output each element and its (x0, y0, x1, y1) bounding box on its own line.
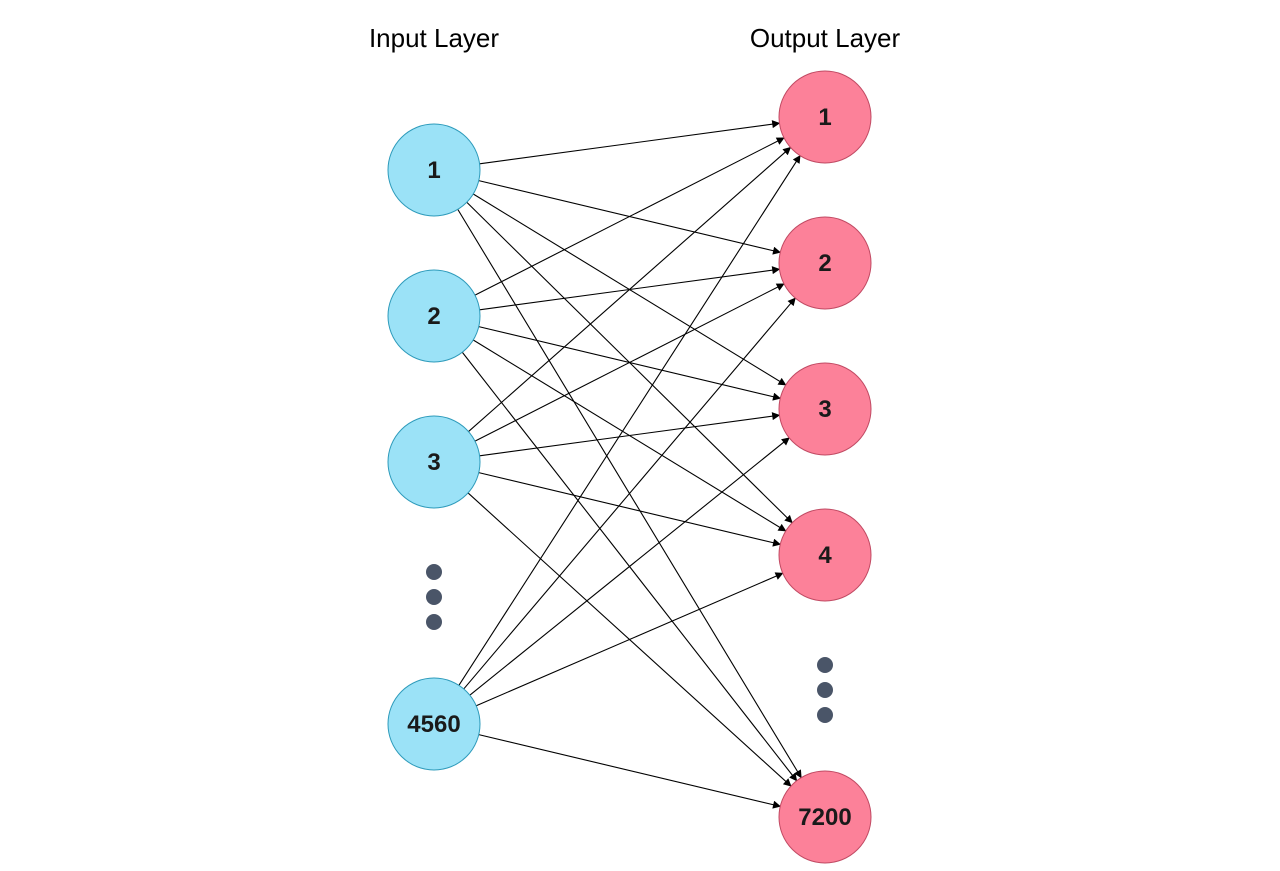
output-node-3: 3 (778, 362, 872, 456)
output-node-4: 4 (778, 508, 872, 602)
ellipsis-markers (426, 564, 833, 723)
output-node-label: 7200 (798, 804, 851, 831)
input-ellipsis-dot (426, 564, 442, 580)
output-layer-title: Output Layer (750, 23, 901, 53)
edge-input-4560-to-output-7200 (478, 734, 782, 809)
input-node-circle (387, 677, 481, 771)
output-node-label: 4 (818, 542, 832, 569)
edge-input-2-to-output-1 (474, 137, 785, 296)
edge-input-3-to-output-2 (474, 283, 785, 442)
connection-edges (457, 120, 802, 809)
output-node-circle (778, 362, 872, 456)
output-node-circle (778, 70, 872, 164)
output-node-circle (778, 216, 872, 310)
output-node-2: 2 (778, 216, 872, 310)
output-node-1: 1 (778, 70, 872, 164)
input-node-2: 2 (387, 269, 481, 363)
output-node-label: 1 (818, 104, 831, 131)
edge-input-3-to-output-4 (478, 472, 782, 547)
input-ellipsis-dot (426, 589, 442, 605)
output-node-circle (778, 770, 872, 864)
input-node-circle (387, 123, 481, 217)
edge-input-4560-to-output-1 (458, 154, 801, 686)
output-ellipsis-dot (817, 707, 833, 723)
edge-input-4560-to-output-3 (469, 437, 790, 696)
output-node-circle (778, 508, 872, 602)
output-node-7200: 7200 (778, 770, 872, 864)
input-layer-title: Input Layer (369, 23, 499, 53)
edge-input-3-to-output-1 (468, 146, 792, 432)
input-node-4560: 4560 (387, 677, 481, 771)
input-node-1: 1 (387, 123, 481, 217)
output-node-label: 3 (818, 396, 831, 423)
input-ellipsis-dot (426, 614, 442, 630)
input-node-3: 3 (387, 415, 481, 509)
output-node-label: 2 (818, 250, 831, 277)
input-node-label: 3 (427, 449, 440, 476)
output-ellipsis-dot (817, 682, 833, 698)
input-layer-nodes: 1 2 3 4560 (387, 123, 481, 771)
output-ellipsis-dot (817, 657, 833, 673)
input-node-circle (387, 415, 481, 509)
edge-input-4560-to-output-2 (463, 297, 796, 690)
edge-input-4560-to-output-4 (476, 572, 784, 707)
input-node-circle (387, 269, 481, 363)
input-node-label: 1 (427, 157, 440, 184)
edge-input-3-to-output-3 (479, 412, 781, 457)
input-node-label: 2 (427, 303, 440, 330)
edge-input-1-to-output-1 (479, 120, 781, 165)
input-node-label: 4560 (407, 711, 460, 738)
output-layer-nodes: 1 2 3 4 7200 (778, 70, 872, 864)
